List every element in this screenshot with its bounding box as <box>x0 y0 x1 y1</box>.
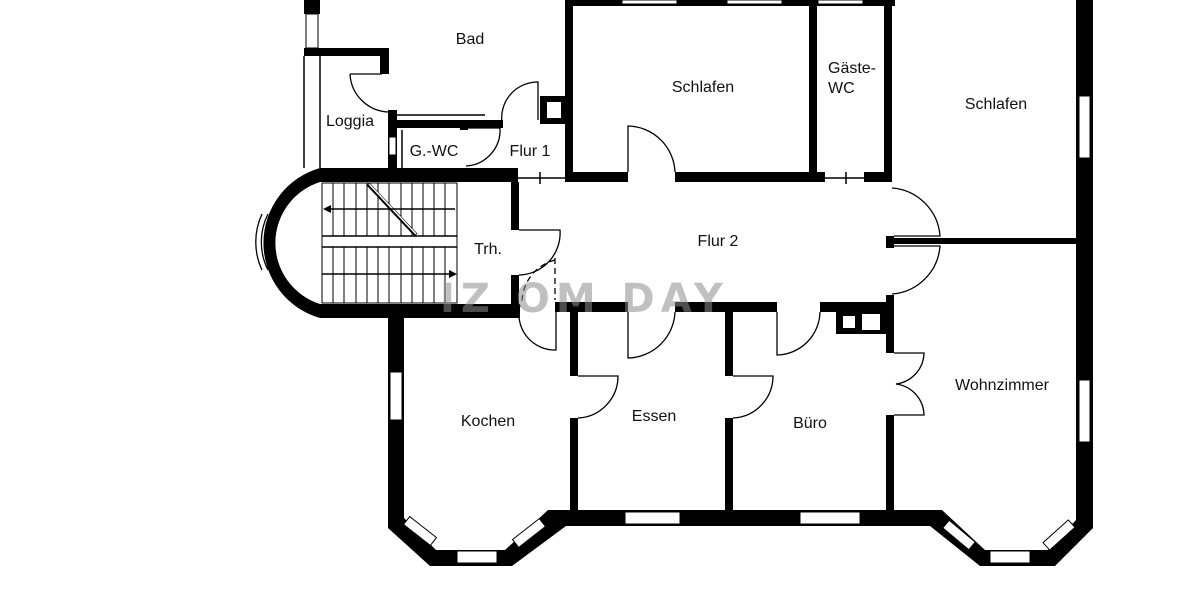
wall <box>820 302 892 312</box>
window <box>726 0 783 5</box>
room-label-essen: Essen <box>631 408 677 425</box>
window-curved <box>255 213 263 271</box>
wall <box>460 124 468 130</box>
room-label-flur2: Flur 2 <box>697 233 739 250</box>
window <box>305 13 319 49</box>
watermark: IZ OM DAY <box>440 276 729 322</box>
door-essen <box>627 311 676 359</box>
wall <box>725 312 733 376</box>
window <box>402 515 438 547</box>
window <box>511 517 547 549</box>
door-kochen-essen <box>577 375 619 419</box>
window <box>621 0 678 5</box>
door-bad <box>501 81 539 124</box>
door-kochen <box>518 304 557 351</box>
wall <box>393 120 503 128</box>
window <box>989 550 1031 564</box>
door-gwc <box>465 127 501 167</box>
window <box>389 371 403 421</box>
window <box>388 136 397 156</box>
shaft-inner <box>547 102 561 118</box>
wall <box>565 172 628 182</box>
door-double-wohnzimmer <box>894 352 925 416</box>
door-dashed <box>521 258 556 305</box>
room-label-flur1: Flur 1 <box>509 143 551 160</box>
room-label-gaeste-wc: Gäste- WC <box>827 60 877 97</box>
chimney-flue <box>843 316 855 328</box>
stair-tower-wall <box>263 168 320 318</box>
door-schlafen2 <box>891 187 941 237</box>
wall <box>320 168 518 182</box>
wall <box>304 48 388 56</box>
window <box>1078 95 1091 159</box>
window <box>817 0 864 5</box>
room-label-schlafen: Schlafen <box>671 79 735 96</box>
wall <box>725 418 733 510</box>
room-label-loggia: Loggia <box>325 113 375 130</box>
wall <box>675 302 777 312</box>
wall <box>886 295 894 353</box>
door-trh <box>518 229 561 276</box>
window <box>1078 379 1091 443</box>
room-label-gwc: G.-WC <box>409 143 459 160</box>
room-label-buero: Büro <box>793 415 827 432</box>
wall <box>570 312 578 376</box>
room-label-treppenhaus: Trh. <box>474 241 502 258</box>
window-curved <box>260 213 269 271</box>
door-schlafen <box>627 125 676 173</box>
window <box>799 511 861 525</box>
wall <box>809 0 817 178</box>
wall <box>864 172 892 182</box>
wall <box>511 182 519 230</box>
wall <box>886 236 894 248</box>
bay-kochen <box>388 510 566 566</box>
wall <box>565 0 573 182</box>
window <box>456 550 498 564</box>
wall <box>511 275 519 307</box>
staircase <box>321 182 458 304</box>
wall <box>320 304 520 318</box>
door-wohnzimmer <box>891 245 941 295</box>
door-essen-buero <box>732 375 774 419</box>
window <box>624 511 681 525</box>
room-label-kochen: Kochen <box>460 413 516 430</box>
wall-south <box>560 510 940 526</box>
wall <box>555 302 628 312</box>
chimney-flue <box>862 314 880 330</box>
bay-wohnzimmer <box>930 510 1093 566</box>
room-label-wohnzimmer: Wohnzimmer <box>955 377 1049 394</box>
door-buero <box>776 311 821 356</box>
door-loggia <box>349 73 389 113</box>
room-label-schlafen-2: Schlafen <box>964 96 1028 113</box>
wall <box>884 0 892 182</box>
wall <box>380 48 389 74</box>
wall <box>675 172 825 182</box>
wall <box>886 415 894 510</box>
room-label-bad: Bad <box>455 31 485 48</box>
window <box>942 519 976 551</box>
window <box>1042 519 1076 551</box>
wall <box>570 418 578 510</box>
wall <box>304 0 320 14</box>
